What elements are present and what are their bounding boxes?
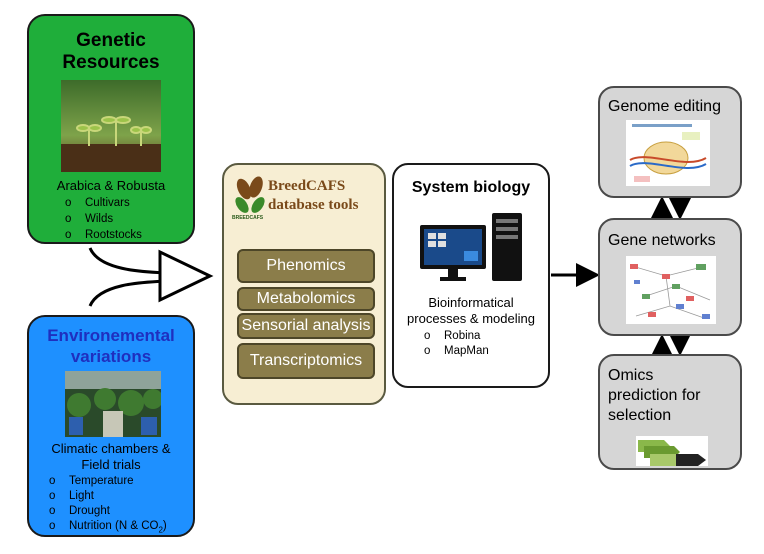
- genome-editing-title: Genome editing: [608, 98, 721, 115]
- breedcafs-title: BreedCAFS database tools: [268, 178, 359, 213]
- list-item: Rootstocks: [65, 227, 142, 243]
- omics-prediction-box: Omics prediction for selection: [598, 354, 742, 470]
- list-item: Temperature: [49, 474, 167, 489]
- phenomics-pill: Phenomics: [237, 249, 375, 283]
- metabolomics-pill: Metabolomics: [237, 287, 375, 311]
- environment-subtitle: Climatic chambers & Field trials: [51, 441, 171, 472]
- merge-arrowhead: [158, 249, 214, 303]
- seedling-photo: [61, 80, 161, 172]
- merge-curve-top: [88, 247, 169, 275]
- computer-icon: [418, 211, 528, 285]
- list-item: Drought: [49, 504, 167, 519]
- system-biology-title: System biology: [411, 179, 531, 196]
- merge-curve-bottom: [88, 279, 169, 307]
- environment-title: Environemental variations: [47, 326, 175, 366]
- environment-box: Environemental variations Climatic chamb…: [27, 315, 195, 537]
- selection-arrows-graphic: [636, 436, 708, 466]
- system-biology-box: System biology Bioinformatical processes…: [392, 163, 550, 388]
- crispr-diagram: [626, 120, 710, 186]
- list-item: Light: [49, 489, 167, 504]
- list-item: Cultivars: [65, 195, 142, 211]
- list-item: Wilds: [65, 211, 142, 227]
- list-item: MapMan: [424, 344, 489, 359]
- genome-editing-box: Genome editing: [598, 86, 742, 198]
- list-item: Robina: [424, 329, 489, 344]
- genetic-items: Cultivars Wilds Rootstocks: [65, 195, 142, 243]
- gene-networks-box: Gene networks: [598, 218, 742, 336]
- omics-title: Omics prediction for selection: [608, 367, 701, 424]
- breedcafs-box: BREEDCAFS BreedCAFS database tools Pheno…: [222, 163, 386, 405]
- genetic-resources-title: Genetic Resources: [62, 30, 160, 73]
- sensorial-analysis-pill: Sensorial analysis: [237, 313, 375, 339]
- system-biology-text: Bioinformatical processes & modeling: [407, 295, 535, 326]
- environment-items: Temperature Light Drought Nutrition (N &…: [49, 474, 167, 537]
- genetic-subtitle: Arabica & Robusta: [56, 178, 166, 193]
- greenhouse-photo: [65, 371, 161, 437]
- breedcafs-logo: BREEDCAFS: [232, 175, 268, 223]
- gene-networks-title: Gene networks: [608, 232, 716, 249]
- gene-network-diagram: [626, 256, 716, 324]
- genetic-resources-box: Genetic Resources Arabica & Robusta Cult…: [27, 14, 195, 244]
- transcriptomics-pill: Transcriptomics: [237, 343, 375, 379]
- list-item: Nutrition (N & CO2): [49, 519, 167, 537]
- system-biology-items: Robina MapMan: [424, 329, 489, 359]
